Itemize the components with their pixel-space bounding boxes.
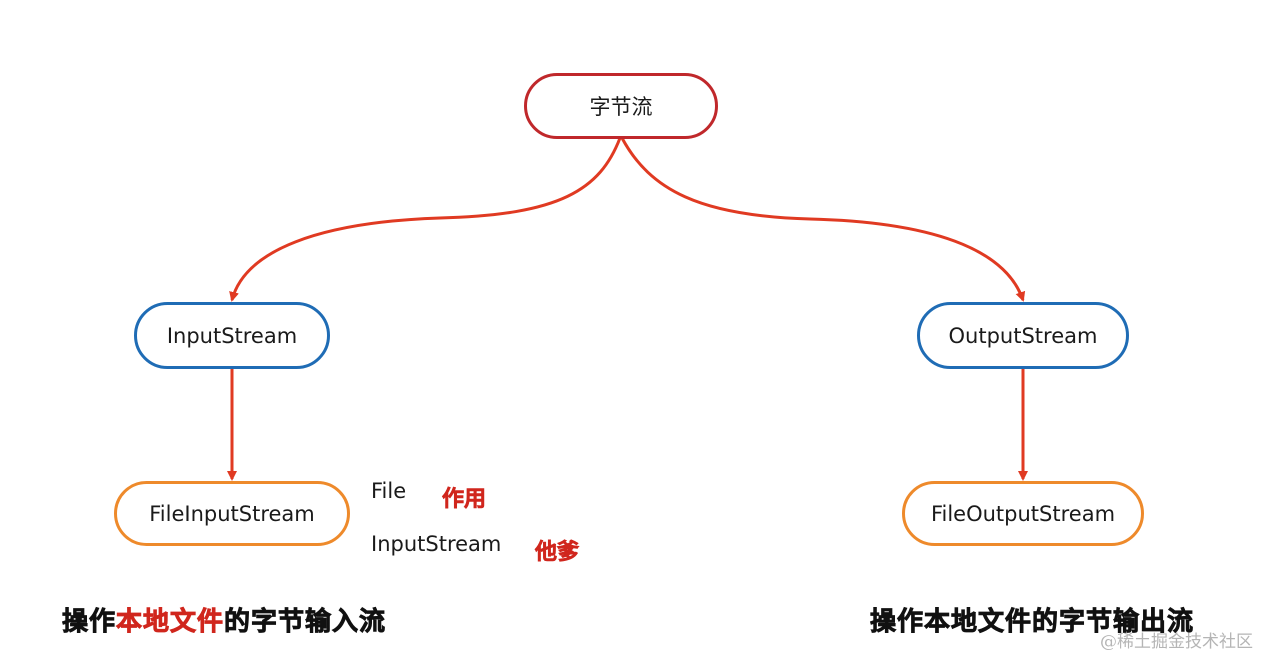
node-fileoutputstream: FileOutputStream	[902, 481, 1144, 546]
watermark: @稀土掘金技术社区	[1100, 632, 1253, 652]
annotation-file: File	[371, 479, 407, 503]
node-byte-stream: 字节流	[524, 73, 718, 139]
caption-left-prefix: 操作	[62, 607, 117, 638]
edge-root-to-inputstream	[229, 137, 622, 302]
node-inputstream: InputStream	[134, 302, 330, 369]
caption-left: 操作本地文件的字节输入流	[62, 601, 386, 638]
annotation-file-meaning: 作用	[442, 487, 487, 513]
caption-left-highlight: 本地文件	[116, 607, 225, 638]
caption-left-suffix: 的字节输入流	[224, 607, 387, 638]
edge-root-to-outputstream	[620, 137, 1026, 302]
caption-right: 操作本地文件的字节输出流	[870, 607, 1195, 638]
annotation-inputstream-meaning: 他爹	[535, 540, 580, 566]
node-outputstream: OutputStream	[917, 302, 1129, 369]
node-fileinputstream: FileInputStream	[114, 481, 350, 546]
annotation-inputstream: InputStream	[371, 532, 502, 556]
